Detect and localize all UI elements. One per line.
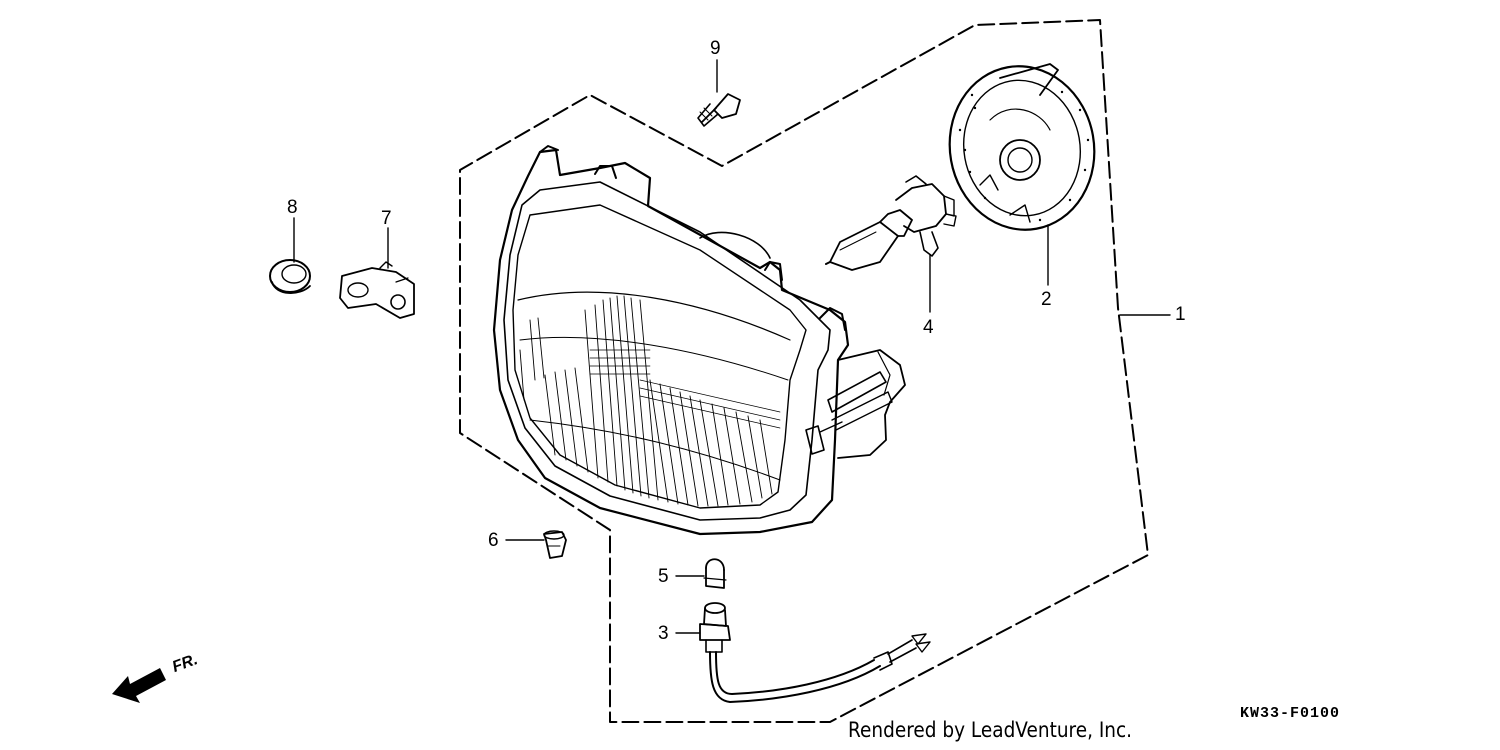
arrow-left-down-icon bbox=[112, 668, 166, 703]
callout-3: 3 bbox=[658, 623, 669, 644]
callout-5: 5 bbox=[658, 566, 669, 587]
render-credit: Rendered by LeadVenture, Inc. bbox=[848, 718, 1133, 742]
position-socket-harness bbox=[699, 602, 931, 703]
callout-9: 9 bbox=[710, 38, 721, 59]
callout-8: 8 bbox=[287, 197, 298, 218]
headlight-bulb bbox=[825, 175, 957, 271]
socket-cover bbox=[948, 63, 1096, 231]
headlight-unit bbox=[492, 145, 906, 536]
callout-6: 6 bbox=[488, 530, 499, 551]
callout-4: 4 bbox=[923, 317, 934, 338]
cap bbox=[543, 530, 567, 559]
diagram-code: KW33-F0100 bbox=[1240, 705, 1341, 722]
leader-lines bbox=[293, 59, 1171, 634]
position-bulb bbox=[703, 558, 727, 589]
callout-7: 7 bbox=[381, 208, 392, 229]
mounting-bracket bbox=[339, 261, 415, 319]
screw bbox=[697, 93, 741, 127]
assembly-boundary bbox=[459, 19, 1149, 723]
grommet bbox=[269, 259, 311, 294]
callout-2: 2 bbox=[1041, 289, 1052, 310]
callout-1: 1 bbox=[1175, 304, 1186, 325]
